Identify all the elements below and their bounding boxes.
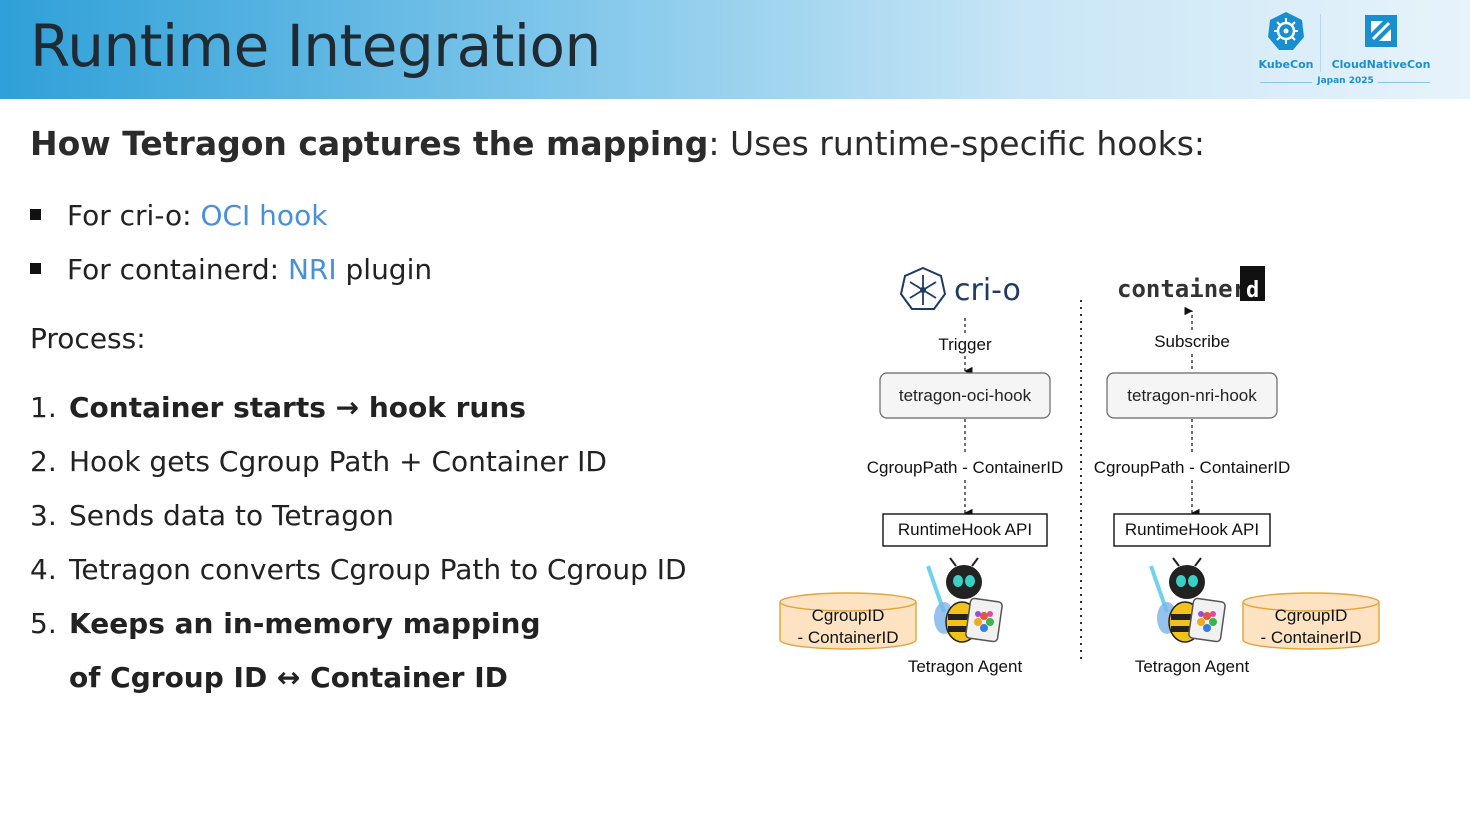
step-text: Container starts → hook runs [69,391,526,424]
bullet-crio: For cri-o: OCI hook [30,199,327,232]
logo-divider [1320,14,1321,72]
bullet-prefix: For cri-o: [67,199,201,232]
kubecon-logo: KubeCon [1258,10,1314,71]
right-store-line-2: - ContainerID [1260,628,1361,647]
nri-hook-box [1106,372,1278,419]
cloudnativecon-label: CloudNativeCon [1331,58,1431,71]
bullet-square-icon [30,262,41,274]
step-text: Tetragon converts Cgroup Path to Cgroup … [69,553,687,586]
left-mapping-store: CgroupID - ContainerID [779,592,917,650]
right-runtimehook-api-label: RuntimeHook API [1125,520,1259,539]
bullet-containerd: For containerd: NRI plugin [30,253,432,286]
right-mapping-store: CgroupID - ContainerID [1242,592,1380,650]
event-label: Japan 2025 [1317,76,1374,86]
step-number: 4. [30,553,57,586]
left-trigger-label: Trigger [938,335,992,354]
right-store-line-1: CgroupID [1275,606,1348,625]
left-runtimehook-api-box [882,513,1048,547]
event-logos: KubeCon CloudNativeCon Japan 2025 [1258,10,1433,90]
subtitle-bold: How Tetragon captures the mapping [30,124,709,163]
containerd-logo-box-text: d [1246,278,1259,303]
step-number: 3. [30,499,57,532]
left-runtimehook-api-label: RuntimeHook API [898,520,1032,539]
event-line-right [1378,82,1430,83]
step-text: Sends data to Tetragon [69,499,394,532]
kubecon-label: KubeCon [1258,58,1314,71]
right-runtimehook-api-box [1113,513,1271,547]
oci-hook-label: tetragon-oci-hook [899,386,1032,405]
nri-link[interactable]: NRI [287,253,337,286]
bullet-suffix: plugin [336,253,433,286]
oci-hook-link[interactable]: OCI hook [200,199,328,232]
crio-logo-text: cri-o [954,273,1021,308]
left-mapping-label: CgroupPath - ContainerID [867,458,1064,477]
step-number: 1. [30,391,57,424]
header-banner: Runtime Integration KubeCon [0,0,1470,99]
left-agent-label: Tetragon Agent [908,657,1023,676]
nri-hook-label: tetragon-nri-hook [1127,386,1257,405]
process-step-5: 5. Keeps an in-memory mapping [30,607,541,640]
event-line-left [1260,82,1312,83]
containerd-logo-text: container [1117,275,1247,303]
slide-title: Runtime Integration [30,12,601,80]
cloudnativecon-icon [1365,15,1397,47]
right-tetragon-bee-icon [1149,557,1226,643]
left-tetragon-bee-icon [926,557,1003,643]
crio-snowflake-icon [899,266,947,310]
step-number: 2. [30,445,57,478]
process-heading: Process: [30,322,146,355]
step-text: Hook gets Cgroup Path + Container ID [69,445,607,478]
step-text: of Cgroup ID ↔ Container ID [69,661,508,694]
cloudnativecon-logo: CloudNativeCon [1326,10,1436,71]
left-store-line-2: - ContainerID [797,628,898,647]
bullet-prefix: For containerd: [67,253,288,286]
kubecon-helm-icon [1268,12,1304,50]
containerd-logo: container d [1117,266,1265,303]
subtitle-rest: : Uses runtime-specific hooks: [708,124,1206,163]
bullet-square-icon [30,208,41,220]
step-number: 5. [30,607,57,640]
right-subscribe-label: Subscribe [1154,332,1230,351]
left-store-line-1: CgroupID [812,606,885,625]
step-text: Keeps an in-memory mapping [69,607,541,640]
oci-hook-box [879,372,1051,419]
process-step-5-cont: of Cgroup ID ↔ Container ID [30,661,508,694]
right-agent-label: Tetragon Agent [1135,657,1250,676]
process-step-2: 2. Hook gets Cgroup Path + Container ID [30,445,607,478]
process-step-4: 4. Tetragon converts Cgroup Path to Cgrou… [30,553,687,586]
process-step-3: 3. Sends data to Tetragon [30,499,394,532]
containerd-logo-box [1240,266,1265,301]
process-step-1: 1. Container starts → hook runs [30,391,526,424]
slide-subtitle: How Tetragon captures the mapping: Uses … [30,124,1205,163]
crio-logo: cri-o [899,266,1021,310]
right-mapping-label: CgroupPath - ContainerID [1094,458,1291,477]
